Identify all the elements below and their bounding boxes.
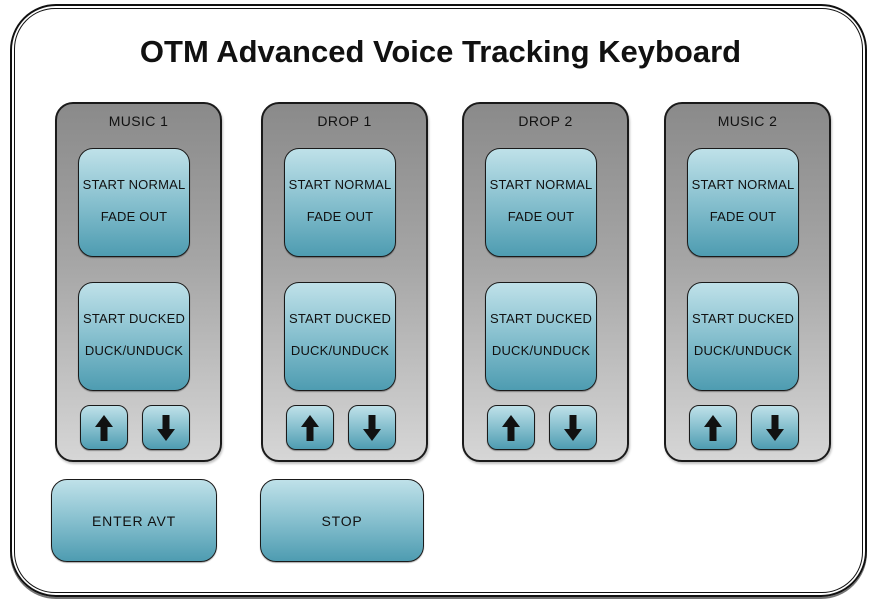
button-label-line2: DUCK/UNDUCK [290,343,390,358]
button-label-line1: START DUCKED [82,311,186,326]
panel-title: MUSIC 1 [108,113,169,129]
enter-avt-button[interactable]: ENTER AVT [51,479,217,562]
music2-start-normal-fade-out-button[interactable]: START NORMAL FADE OUT [687,148,799,257]
button-label-line2: FADE OUT [507,209,575,224]
drop2-volume-down-button[interactable] [549,405,597,450]
down-arrow-icon [157,414,175,441]
up-arrow-icon [704,414,722,441]
button-label-line2: DUCK/UNDUCK [84,343,184,358]
drop2-start-ducked-duck-unduck-button[interactable]: START DUCKED DUCK/UNDUCK [485,282,597,391]
keyboard-inner-frame [14,8,863,593]
panel-drop-2: DROP 2 START NORMAL FADE OUT START DUCKE… [462,102,629,462]
down-arrow-icon [766,414,784,441]
music2-volume-up-button[interactable] [689,405,737,450]
music1-start-normal-fade-out-button[interactable]: START NORMAL FADE OUT [78,148,190,257]
music2-start-ducked-duck-unduck-button[interactable]: START DUCKED DUCK/UNDUCK [687,282,799,391]
button-label-line2: FADE OUT [100,209,168,224]
button-label-line1: START NORMAL [82,177,186,192]
panel-title: DROP 1 [317,113,372,129]
button-label-line2: FADE OUT [306,209,374,224]
button-label-line1: START NORMAL [288,177,392,192]
music2-volume-down-button[interactable] [751,405,799,450]
panel-title: MUSIC 2 [717,113,778,129]
button-label-line1: START NORMAL [691,177,795,192]
up-arrow-icon [95,414,113,441]
music1-start-ducked-duck-unduck-button[interactable]: START DUCKED DUCK/UNDUCK [78,282,190,391]
drop1-volume-down-button[interactable] [348,405,396,450]
up-arrow-icon [502,414,520,441]
button-label-line1: START DUCKED [489,311,593,326]
drop2-volume-up-button[interactable] [487,405,535,450]
drop1-volume-up-button[interactable] [286,405,334,450]
panel-music-2: MUSIC 2 START NORMAL FADE OUT START DUCK… [664,102,831,462]
drop1-start-normal-fade-out-button[interactable]: START NORMAL FADE OUT [284,148,396,257]
down-arrow-icon [363,414,381,441]
panel-music-1: MUSIC 1 START NORMAL FADE OUT START DUCK… [55,102,222,462]
up-arrow-icon [301,414,319,441]
page-title: OTM Advanced Voice Tracking Keyboard [139,34,742,69]
panel-title: DROP 2 [518,113,573,129]
stop-button[interactable]: STOP [260,479,424,562]
music1-volume-up-button[interactable] [80,405,128,450]
music1-volume-down-button[interactable] [142,405,190,450]
down-arrow-icon [564,414,582,441]
button-label-line1: START NORMAL [489,177,593,192]
button-label-line1: START DUCKED [691,311,795,326]
button-label-line2: DUCK/UNDUCK [693,343,793,358]
button-label-line2: FADE OUT [709,209,777,224]
button-label-line1: START DUCKED [288,311,392,326]
drop2-start-normal-fade-out-button[interactable]: START NORMAL FADE OUT [485,148,597,257]
drop1-start-ducked-duck-unduck-button[interactable]: START DUCKED DUCK/UNDUCK [284,282,396,391]
panel-drop-1: DROP 1 START NORMAL FADE OUT START DUCKE… [261,102,428,462]
button-label-line2: DUCK/UNDUCK [491,343,591,358]
keyboard-outer-frame [10,4,867,597]
